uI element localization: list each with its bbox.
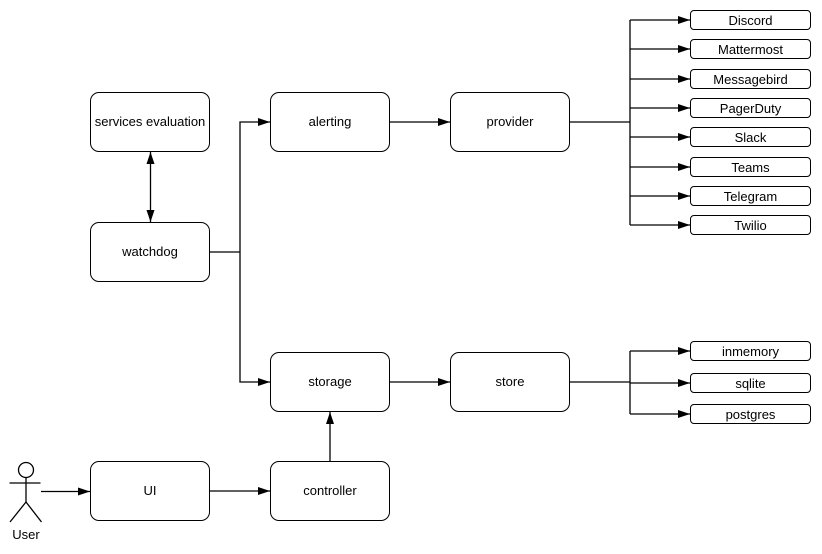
node-provider-pagerduty: PagerDuty (690, 98, 811, 118)
node-alerting: alerting (270, 92, 390, 152)
node-ui: UI (90, 461, 210, 521)
node-watchdog: watchdog (90, 222, 210, 282)
node-store-inmemory: inmemory (690, 341, 811, 361)
node-provider-twilio: Twilio (690, 215, 811, 235)
node-provider-mattermost: Mattermost (690, 39, 811, 59)
node-provider-slack: Slack (690, 127, 811, 147)
node-store-postgres: postgres (690, 404, 811, 424)
user-label: User (12, 527, 40, 542)
node-storage: storage (270, 352, 390, 412)
node-provider-messagebird: Messagebird (690, 69, 811, 89)
node-provider: provider (450, 92, 570, 152)
node-provider-discord: Discord (690, 10, 811, 30)
edge-watchdog-alerting (239, 118, 270, 252)
node-store-sqlite: sqlite (690, 373, 811, 393)
node-provider-teams: Teams (690, 157, 811, 177)
edge-watchdog-storage (239, 252, 270, 386)
node-services-evaluation: services evaluation (90, 92, 210, 152)
node-controller: controller (270, 461, 390, 521)
node-provider-telegram: Telegram (690, 186, 811, 206)
node-store: store (450, 352, 570, 412)
user-actor-icon (9, 461, 43, 523)
